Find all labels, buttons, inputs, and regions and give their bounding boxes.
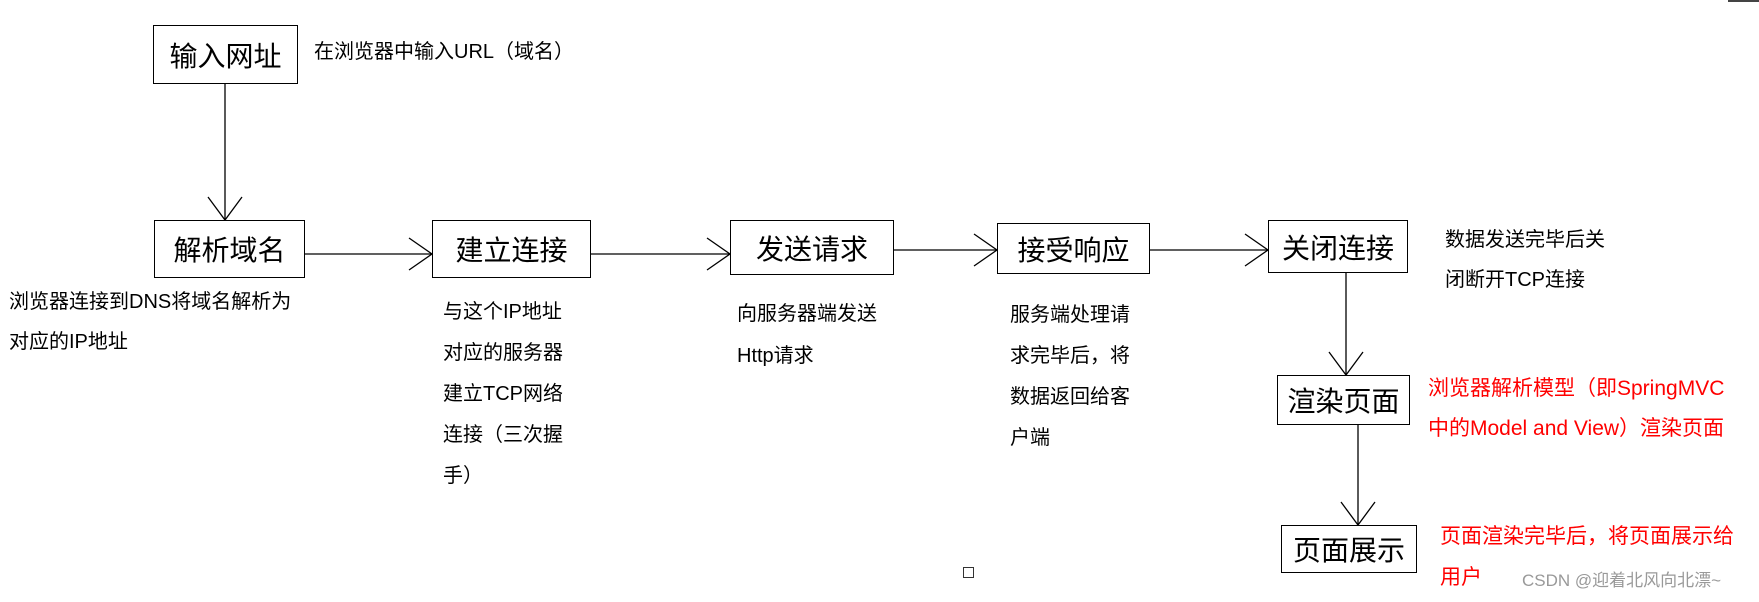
note-line: 与这个IP地址 (443, 301, 562, 323)
step-box-enter-url: 输入网址 (153, 25, 298, 84)
note-line: 用户 (1440, 566, 1482, 589)
note-line: 服务端处理请 (1010, 304, 1130, 326)
step-note-send-request: 向服务器端发送 Http请求 (737, 293, 877, 377)
note-line: 闭断开TCP连接 (1445, 269, 1585, 291)
step-box-receive-response: 接受响应 (997, 223, 1150, 274)
step-note-receive-response: 服务端处理请 求完毕后，将 数据返回给客 户端 (1010, 295, 1130, 459)
note-line: 页面渲染完毕后，将页面展示给 (1440, 525, 1734, 548)
step-note-enter-url: 在浏览器中输入URL（域名） (314, 32, 574, 72)
step-box-display-page: 页面展示 (1281, 525, 1417, 573)
arrow-resolve-domain-to-establish-connection (305, 237, 434, 271)
step-label: 建立连接 (455, 235, 568, 266)
step-label: 关闭连接 (1281, 232, 1394, 264)
step-label: 渲染页面 (1287, 386, 1400, 417)
step-box-render-page: 渲染页面 (1277, 375, 1410, 425)
note-line: Http请求 (737, 345, 814, 367)
step-label: 解析域名 (173, 235, 286, 266)
note-line: 对应的服务器 (443, 342, 563, 364)
step-note-resolve-domain: 浏览器连接到DNS将域名解析为 对应的IP地址 (9, 282, 291, 362)
arrow-send-request-to-receive-response (894, 233, 999, 267)
step-box-establish-connection: 建立连接 (432, 220, 591, 278)
step-label: 输入网址 (169, 40, 282, 72)
note-line: 手） (443, 465, 483, 487)
note-line: 户端 (1010, 427, 1050, 449)
arrow-enter-url-to-resolve-domain (207, 84, 243, 222)
note-line: 建立TCP网络 (443, 383, 563, 405)
note-line: 数据返回给客 (1010, 386, 1130, 408)
note-line: 数据发送完毕后关 (1445, 229, 1605, 251)
note-line: 在浏览器中输入URL（域名） (314, 41, 575, 63)
watermark: CSDN @迎着北风向北漂~ (1522, 571, 1722, 590)
arrow-receive-response-to-close-connection (1150, 233, 1270, 267)
step-note-establish-connection: 与这个IP地址 对应的服务器 建立TCP网络 连接（三次握 手） (443, 292, 563, 497)
note-line: 浏览器连接到DNS将域名解析为 (9, 291, 292, 313)
note-line: 中的Model and View）渲染页面 (1428, 417, 1725, 440)
step-note-close-connection: 数据发送完毕后关 闭断开TCP连接 (1445, 220, 1605, 300)
note-line: 对应的IP地址 (9, 331, 128, 353)
step-label: 页面展示 (1292, 535, 1405, 566)
small-square-icon (963, 567, 974, 578)
note-line: 连接（三次握 (443, 424, 563, 446)
arrow-render-page-to-display-page (1340, 425, 1376, 527)
step-note-render-page: 浏览器解析模型（即SpringMVC 中的Model and View）渲染页面 (1428, 369, 1724, 449)
arrow-close-connection-to-render-page (1328, 273, 1364, 377)
note-line: 求完毕后，将 (1010, 345, 1130, 367)
step-label: 发送请求 (755, 233, 868, 265)
step-box-resolve-domain: 解析域名 (154, 220, 305, 278)
step-label: 接受响应 (1017, 234, 1130, 266)
step-box-close-connection: 关闭连接 (1268, 220, 1408, 273)
note-line: 浏览器解析模型（即SpringMVC (1428, 377, 1725, 400)
note-line: 向服务器端发送 (737, 303, 877, 325)
arrow-establish-connection-to-send-request (591, 237, 732, 271)
step-note-display-page: 页面渲染完毕后，将页面展示给 用户 (1440, 516, 1734, 598)
step-box-send-request: 发送请求 (730, 220, 894, 275)
edge-line (1728, 0, 1759, 2)
